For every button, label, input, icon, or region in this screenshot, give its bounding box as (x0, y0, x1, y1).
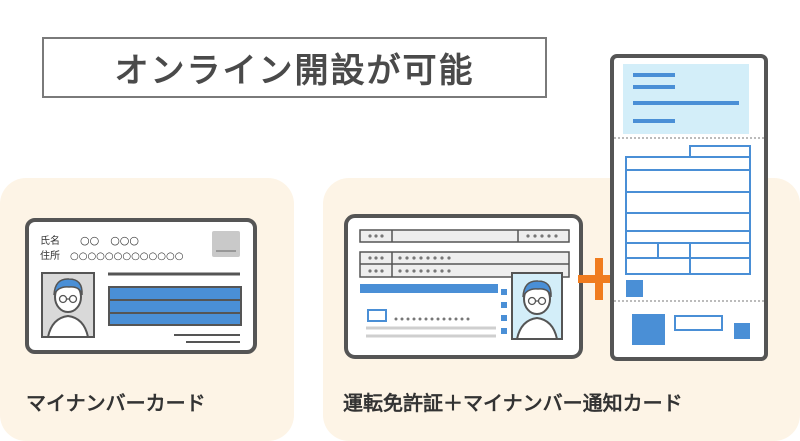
license-photo-icon (511, 272, 563, 340)
name-value: ○○ ○○○ (80, 234, 139, 247)
address-label: 住所 (40, 249, 60, 262)
title-box: オンライン開設が可能 (42, 37, 547, 98)
chip-icon (212, 231, 240, 257)
person-photo-icon (41, 272, 95, 338)
caption-my-number-card: マイナンバーカード (26, 391, 206, 415)
drivers-license-card (344, 214, 583, 359)
address-value: ○○○○○○○○○○○○○ (70, 251, 183, 262)
plus-icon (578, 258, 620, 300)
name-label: 氏名 (40, 234, 60, 247)
notification-card (610, 54, 768, 361)
page-title: オンライン開設が可能 (114, 51, 475, 91)
my-number-card: 氏名 ○○ ○○○ 住所 ○○○○○○○○○○○○○ (25, 218, 257, 354)
caption-license-plus-notice: 運転免許証＋マイナンバー通知カード (343, 391, 683, 415)
